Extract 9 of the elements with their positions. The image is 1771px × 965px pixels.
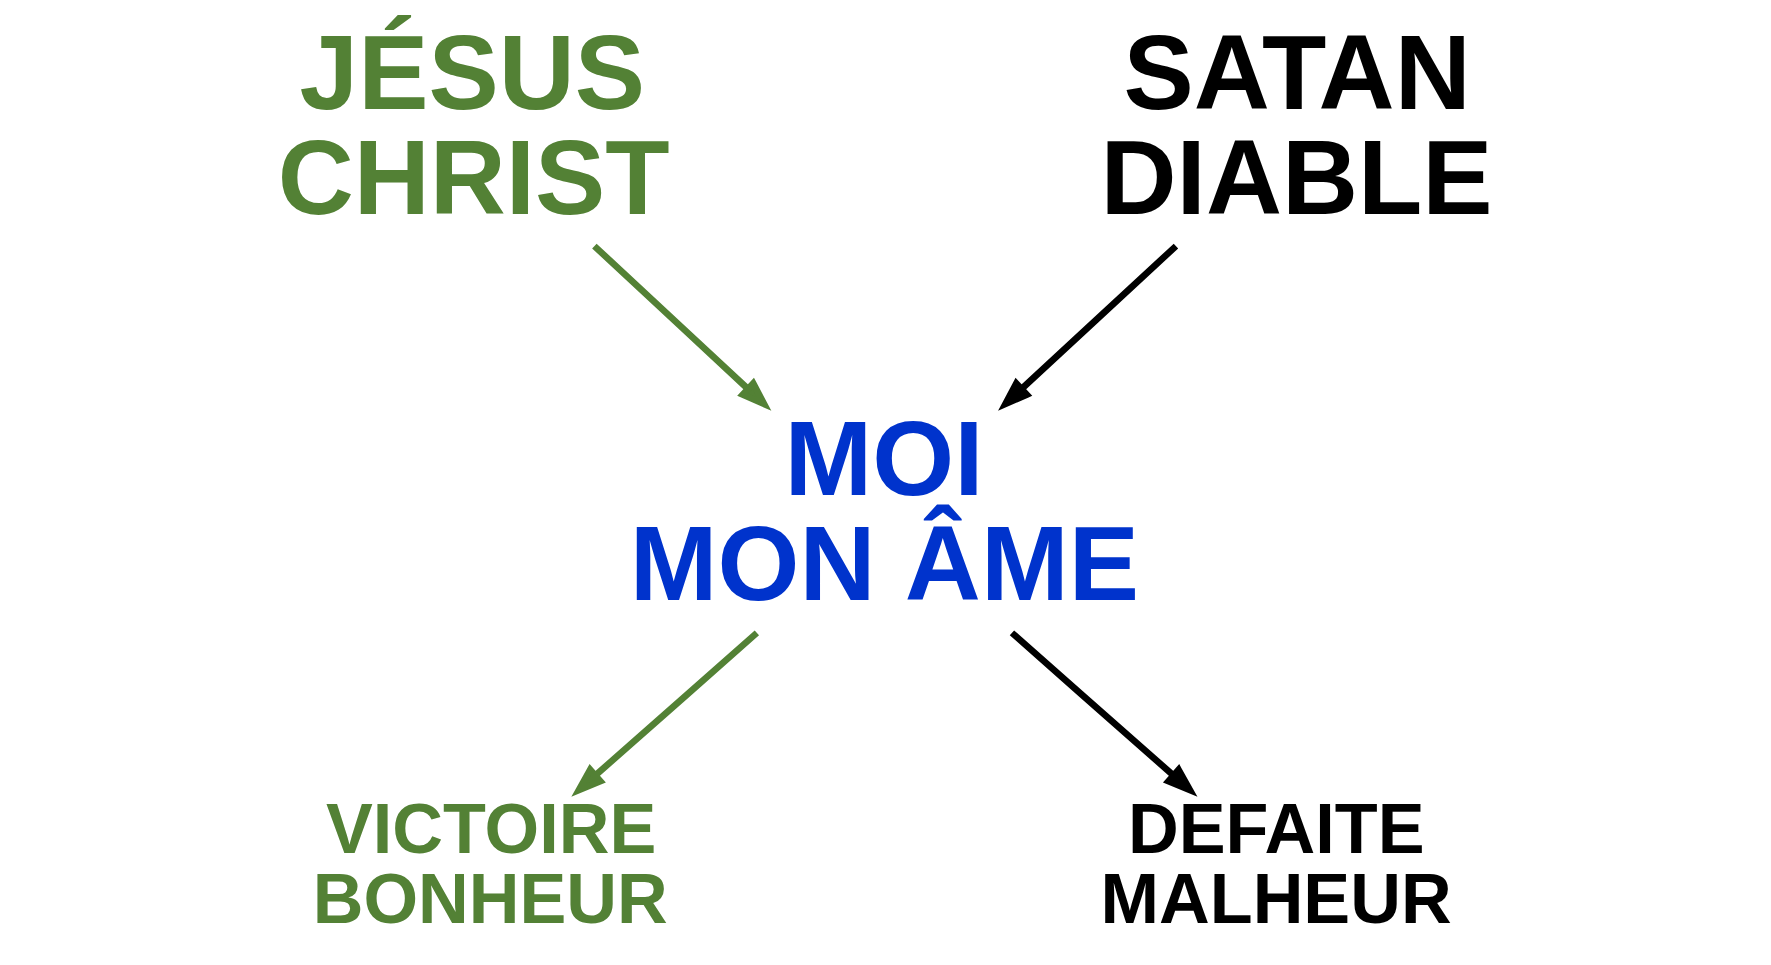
arrow [592, 243, 772, 411]
arrow [571, 629, 760, 797]
node-text: SATAN DIABLE [1100, 13, 1493, 236]
node-text: MOI MON ÂME [629, 399, 1139, 622]
node-text: DEFAITE MALHEUR [1100, 788, 1452, 938]
arrow [998, 243, 1179, 411]
node-text: VICTOIRE BONHEUR [312, 788, 668, 938]
arrow [1009, 629, 1198, 797]
node-text: JÉSUS CHRIST [277, 13, 670, 236]
